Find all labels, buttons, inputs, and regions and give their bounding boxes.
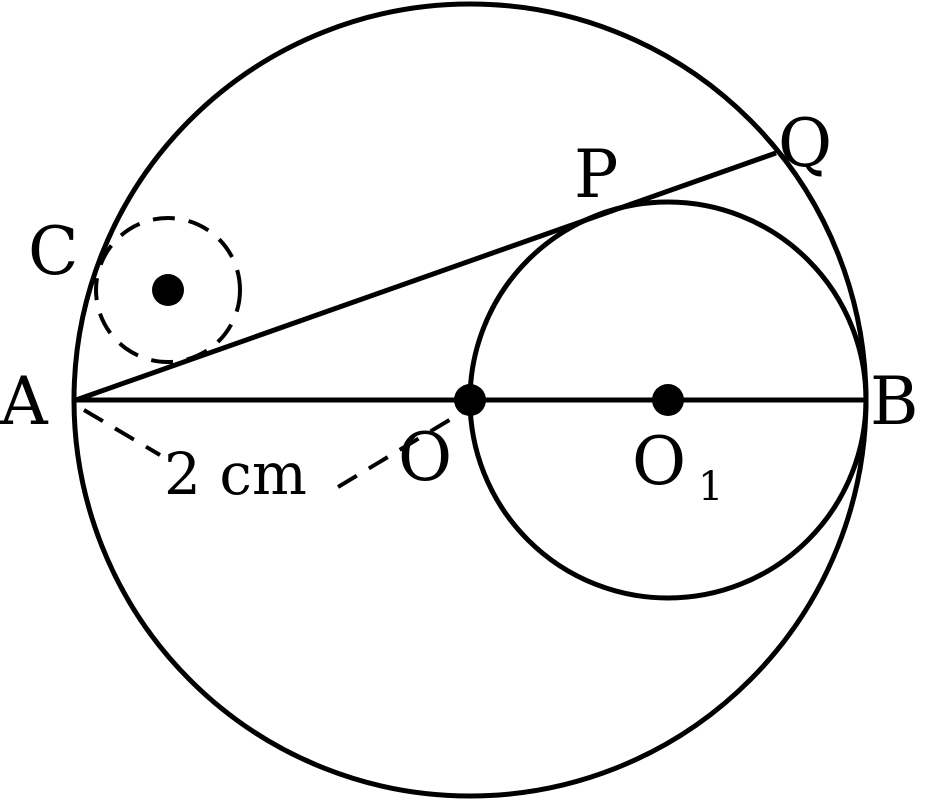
measurement-label: 2 cm xyxy=(164,440,307,508)
label-b: B xyxy=(870,363,919,440)
label-p: P xyxy=(574,136,618,213)
label-a: A xyxy=(0,363,49,440)
chord-aq xyxy=(75,150,777,403)
point-o xyxy=(454,384,486,416)
point-dashed-center xyxy=(152,274,184,306)
point-o1 xyxy=(652,384,684,416)
label-c: C xyxy=(28,213,79,290)
label-o1: O xyxy=(632,423,686,500)
label-o1-subscript: 1 xyxy=(698,464,723,510)
dimension-line-left xyxy=(82,408,162,457)
dashed-circle xyxy=(94,216,242,364)
label-q: Q xyxy=(778,105,832,182)
dimension-line-right xyxy=(336,408,468,489)
label-o: O xyxy=(398,419,452,496)
